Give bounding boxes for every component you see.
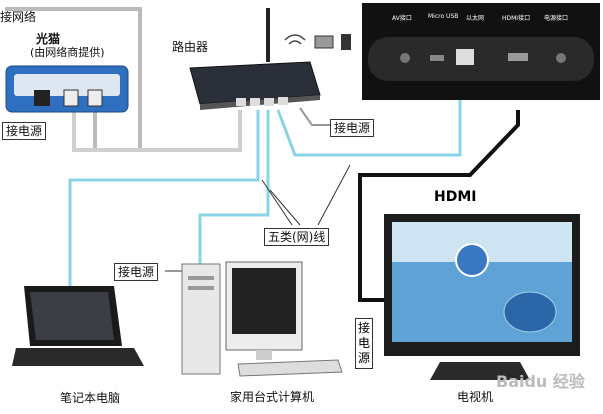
modem-router-line <box>72 110 242 152</box>
laptop-device <box>12 286 144 366</box>
router-laptop-line <box>68 110 260 290</box>
laptop-label: 笔记本电脑 <box>60 391 121 405</box>
desktop-power-label: 接电源 <box>114 263 159 281</box>
cable-label: 五类(网)线 <box>264 228 330 246</box>
tv-power-label: 接电源 <box>355 318 373 369</box>
tv-box-panel: AV接口 Micro USB 以太网 HDMI接口 电源接口 <box>362 3 600 100</box>
watermark: Baidu 经验 <box>496 372 585 391</box>
port-ethernet-label: 以太网 <box>466 15 485 22</box>
router-box-line <box>276 100 462 157</box>
hdmi-line <box>358 110 520 302</box>
port-av-label: AV接口 <box>392 15 412 22</box>
cable-pointer-lines <box>261 164 351 226</box>
tv-device <box>384 214 580 380</box>
port-power-label: 电源接口 <box>544 15 569 22</box>
hdmi-label: HDMI <box>434 189 477 205</box>
router-label: 路由器 <box>172 40 209 54</box>
port-hdmi-label: HDMI接口 <box>502 15 531 22</box>
desktop-label: 家用台式计算机 <box>230 390 315 404</box>
tv-label: 电视机 <box>457 390 494 404</box>
port-usb-label: Micro USB <box>428 13 459 20</box>
router-power-line <box>299 107 330 126</box>
modem-subtitle: (由网络商提供) <box>30 46 105 59</box>
router-device <box>189 8 321 110</box>
internet-label: 接网络 <box>0 10 37 24</box>
router-desktop-line <box>198 110 270 265</box>
modem-title: 光猫 <box>36 32 61 46</box>
desktop-computer <box>181 261 343 377</box>
wireless-icon <box>284 34 351 50</box>
modem-power-label: 接电源 <box>2 122 47 140</box>
router-power-label: 接电源 <box>330 119 375 137</box>
modem-device <box>5 65 129 113</box>
